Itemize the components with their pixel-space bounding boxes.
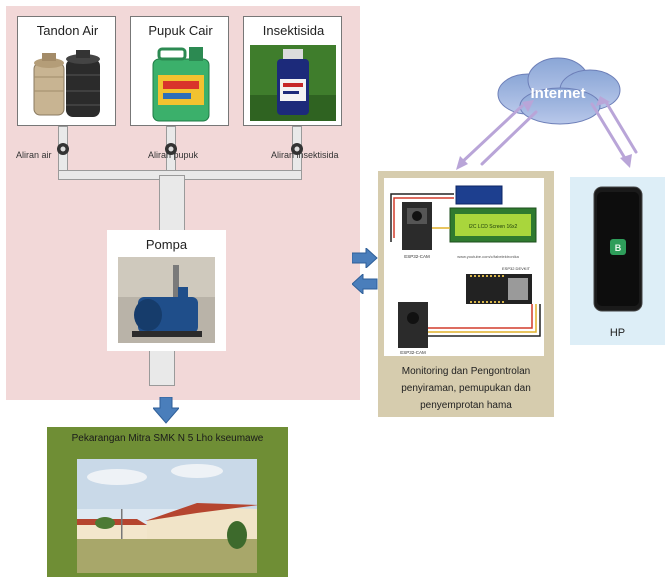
destination-panel: Pekarangan Mitra SMK N 5 Lho kseumawe	[47, 427, 288, 577]
circuit-board: I2C LCD Screen 16x2 ESP32-CAM www.youtub…	[384, 178, 544, 356]
phone-label: HP	[609, 327, 626, 339]
down-arrow-icon	[153, 397, 179, 424]
tandon-air-label: Tandon Air	[36, 23, 99, 38]
flow-label-insektisida: Aliran insektisida	[271, 150, 339, 160]
pump-label: Pompa	[145, 237, 188, 252]
lcd-text: I2C LCD Screen 16x2	[469, 224, 518, 230]
right-arrow-icon	[352, 248, 378, 268]
water-valve-icon	[57, 143, 69, 155]
pupuk-cair-card: Pupuk Cair	[130, 16, 229, 126]
fertilizer-valve-icon	[165, 143, 177, 155]
pupuk-cair-label: Pupuk Cair	[148, 23, 213, 38]
pump-card: Pompa	[107, 230, 226, 351]
devkit-label: ESP32 DEVKIT	[502, 266, 531, 271]
water-tank-image	[33, 50, 100, 117]
monitoring-caption-line2: penyiraman, pemupukan dan	[401, 383, 531, 394]
outlet-pipe	[149, 350, 175, 386]
insecticide-bottle-image	[250, 45, 336, 121]
fertilizer-jerrycan-image	[152, 47, 210, 122]
network-arrows	[456, 96, 638, 170]
module-label-bottom: ESP32-CAM	[400, 350, 426, 355]
internet-cloud-icon: Internet	[497, 57, 621, 125]
smartphone-image: B	[593, 186, 643, 312]
water-pump-image	[118, 257, 215, 343]
module-label-top: ESP32-CAM	[404, 254, 430, 259]
tandon-air-card: Tandon Air	[17, 16, 116, 126]
flow-label-pupuk: Aliran pupuk	[148, 150, 199, 160]
school-yard-photo	[77, 459, 257, 573]
insecticide-valve-icon	[291, 143, 303, 155]
insektisida-card: Insektisida	[243, 16, 342, 126]
monitoring-caption: Monitoring dan Pengontrolan penyiraman, …	[378, 363, 554, 414]
internet-label: Internet	[530, 85, 585, 102]
main-pipe	[159, 175, 185, 232]
app-icon: B	[615, 243, 622, 253]
monitoring-caption-line3: penyemprotan hama	[420, 400, 512, 411]
circuit-diagram: I2C LCD Screen 16x2 ESP32-CAM www.youtub…	[384, 178, 544, 356]
url-text: www.youtube.com/c/fabelektronika	[457, 254, 519, 259]
insektisida-label: Insektisida	[262, 23, 325, 38]
destination-label: Pekarangan Mitra SMK N 5 Lho kseumawe	[71, 433, 264, 444]
left-arrow-icon	[352, 274, 378, 294]
flow-label-air: Aliran air	[16, 150, 52, 160]
monitoring-caption-line1: Monitoring dan Pengontrolan	[401, 366, 531, 377]
